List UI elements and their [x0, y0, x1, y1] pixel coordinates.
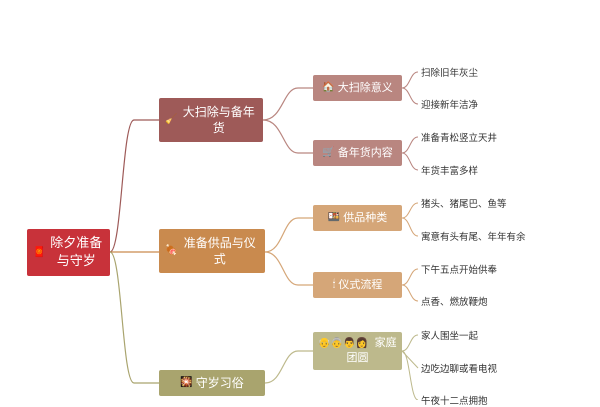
sparkler-icon: 🎇	[180, 377, 193, 389]
leaf-item[interactable]: 年货丰富多样	[421, 166, 479, 177]
root-node[interactable]: 🧧 除夕准备与守岁	[27, 229, 110, 276]
cart-icon: 🛒	[322, 147, 335, 159]
candle-icon: 🕯	[332, 279, 336, 291]
branch-cleaning[interactable]: 🧹 大扫除与备年货	[159, 98, 263, 142]
sub-label: 家庭团圆	[346, 336, 397, 364]
root-label: 除夕准备与守岁	[50, 235, 103, 269]
family-icon: 👴👵👨👩	[318, 338, 369, 350]
sub-label: 备年货内容	[337, 145, 393, 159]
house-icon: 🏠	[322, 82, 335, 94]
leaf-item[interactable]: 寓意有头有尾、年年有余	[421, 232, 526, 243]
sub-ritual-process[interactable]: 🕯 仪式流程	[313, 272, 402, 298]
sub-family-reunion[interactable]: 👴👵👨👩 家庭团圆	[313, 332, 402, 370]
sub-label: 供品种类	[343, 210, 388, 224]
leaf-item[interactable]: 猪头、猪尾巴、鱼等	[421, 199, 507, 210]
sub-new-year-goods[interactable]: 🛒 备年货内容	[313, 140, 402, 166]
leaf-item[interactable]: 边吃边聊或看电视	[421, 364, 498, 375]
branch-label: 大扫除与备年货	[182, 104, 255, 135]
sub-cleaning-meaning[interactable]: 🏠 大扫除意义	[313, 75, 402, 101]
branch-label: 守岁习俗	[195, 375, 244, 390]
leaf-item[interactable]: 下午五点开始供奉	[421, 265, 498, 276]
meat-icon: 🍖	[165, 245, 178, 257]
sub-label: 大扫除意义	[337, 80, 393, 94]
branch-offerings[interactable]: 🍖 准备供品与仪式	[159, 229, 265, 273]
leaf-item[interactable]: 扫除旧年灰尘	[421, 68, 479, 79]
broom-icon: 🧹	[165, 114, 178, 126]
sub-label: 仪式流程	[338, 277, 383, 291]
branch-vigil[interactable]: 🎇 守岁习俗	[159, 370, 265, 396]
leaf-item[interactable]: 点香、燃放鞭炮	[421, 297, 488, 308]
branch-label: 准备供品与仪式	[183, 235, 256, 266]
leaf-item[interactable]: 午夜十二点拥抱	[421, 396, 488, 407]
leaf-item[interactable]: 迎接新年洁净	[421, 100, 479, 111]
bento-icon: 🍱	[327, 212, 341, 224]
leaf-item[interactable]: 家人围坐一起	[421, 331, 479, 342]
sub-offering-kinds[interactable]: 🍱 供品种类	[313, 205, 402, 231]
red-envelope-icon: 🧧	[33, 246, 46, 258]
leaf-item[interactable]: 准备青松竖立天井	[421, 133, 498, 144]
